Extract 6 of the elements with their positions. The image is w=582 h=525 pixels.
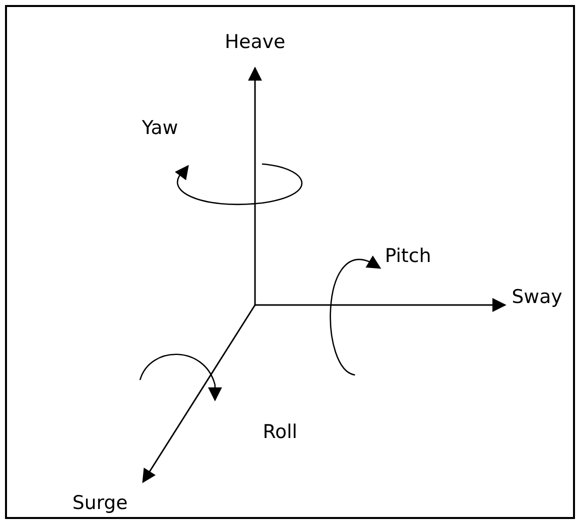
axis-label: Roll — [262, 421, 298, 443]
axis-label: Surge — [72, 492, 128, 514]
axis-label: Pitch — [384, 245, 432, 267]
axis-label: Sway — [512, 286, 562, 308]
axis-label: Heave — [224, 31, 286, 53]
axis-label: Yaw — [142, 117, 178, 139]
